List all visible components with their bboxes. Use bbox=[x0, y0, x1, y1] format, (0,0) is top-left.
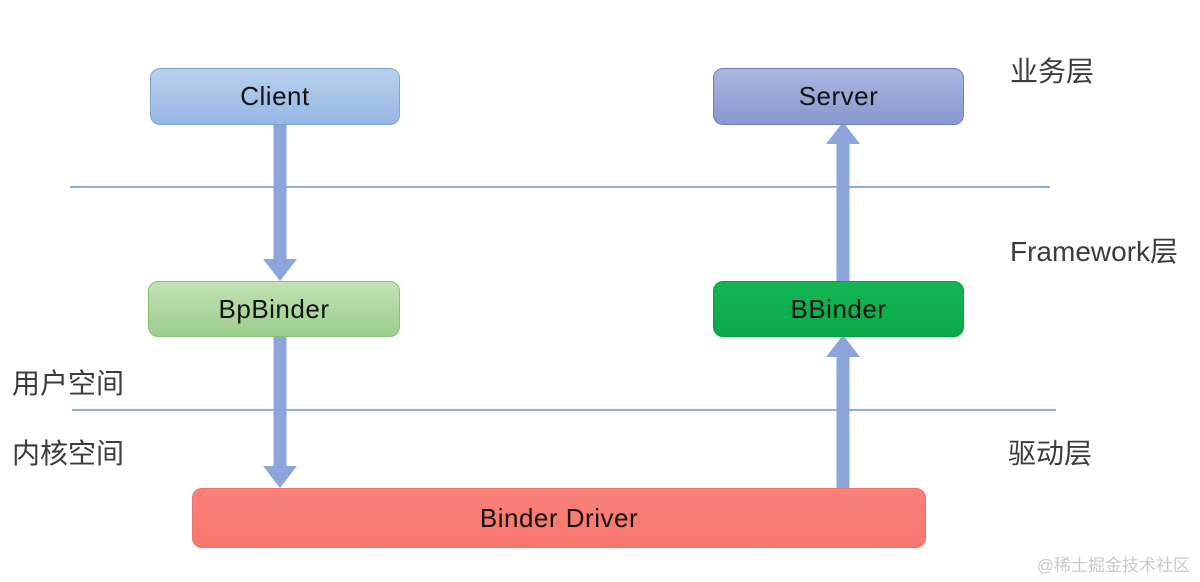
node-bbinder-label: BBinder bbox=[790, 293, 887, 324]
arrow-shaft bbox=[836, 142, 850, 281]
layer-label-business: 业务层 bbox=[1010, 56, 1095, 87]
node-client: Client bbox=[150, 68, 400, 125]
node-bpbinder: BpBinder bbox=[148, 281, 400, 337]
layer-label-user-space: 用户空间 bbox=[12, 368, 125, 399]
arrow-head-down-icon bbox=[263, 466, 297, 488]
arrow-head-up-icon bbox=[826, 335, 860, 357]
node-client-label: Client bbox=[240, 81, 310, 111]
layer-divider-line-top bbox=[70, 186, 1050, 188]
arrow-shaft bbox=[273, 122, 287, 261]
user-kernel-divider-line bbox=[72, 409, 1056, 411]
arrow-client-to-bpbinder-icon bbox=[263, 122, 297, 281]
node-binder-driver: Binder Driver bbox=[192, 488, 926, 548]
watermark: @稀土掘金技术社区 bbox=[1036, 556, 1190, 575]
arrow-bbinder-to-server-icon bbox=[826, 122, 860, 281]
layer-label-framework: Framework层 bbox=[1010, 236, 1179, 267]
arrow-head-up-icon bbox=[826, 122, 860, 144]
arrow-shaft bbox=[273, 335, 287, 468]
layer-label-driver: 驱动层 bbox=[1008, 438, 1093, 469]
node-bbinder: BBinder bbox=[713, 281, 964, 337]
node-server: Server bbox=[713, 68, 964, 125]
node-binder-driver-label: Binder Driver bbox=[479, 502, 639, 533]
arrow-shaft bbox=[836, 355, 850, 488]
node-server-label: Server bbox=[798, 81, 879, 111]
arrow-head-down-icon bbox=[263, 259, 297, 281]
arrow-binder-driver-to-bbinder-icon bbox=[826, 335, 860, 488]
layer-label-kernel-space: 内核空间 bbox=[12, 438, 125, 469]
arrow-bpbinder-to-binder-driver-icon bbox=[263, 335, 297, 488]
node-bpbinder-label: BpBinder bbox=[218, 293, 330, 324]
